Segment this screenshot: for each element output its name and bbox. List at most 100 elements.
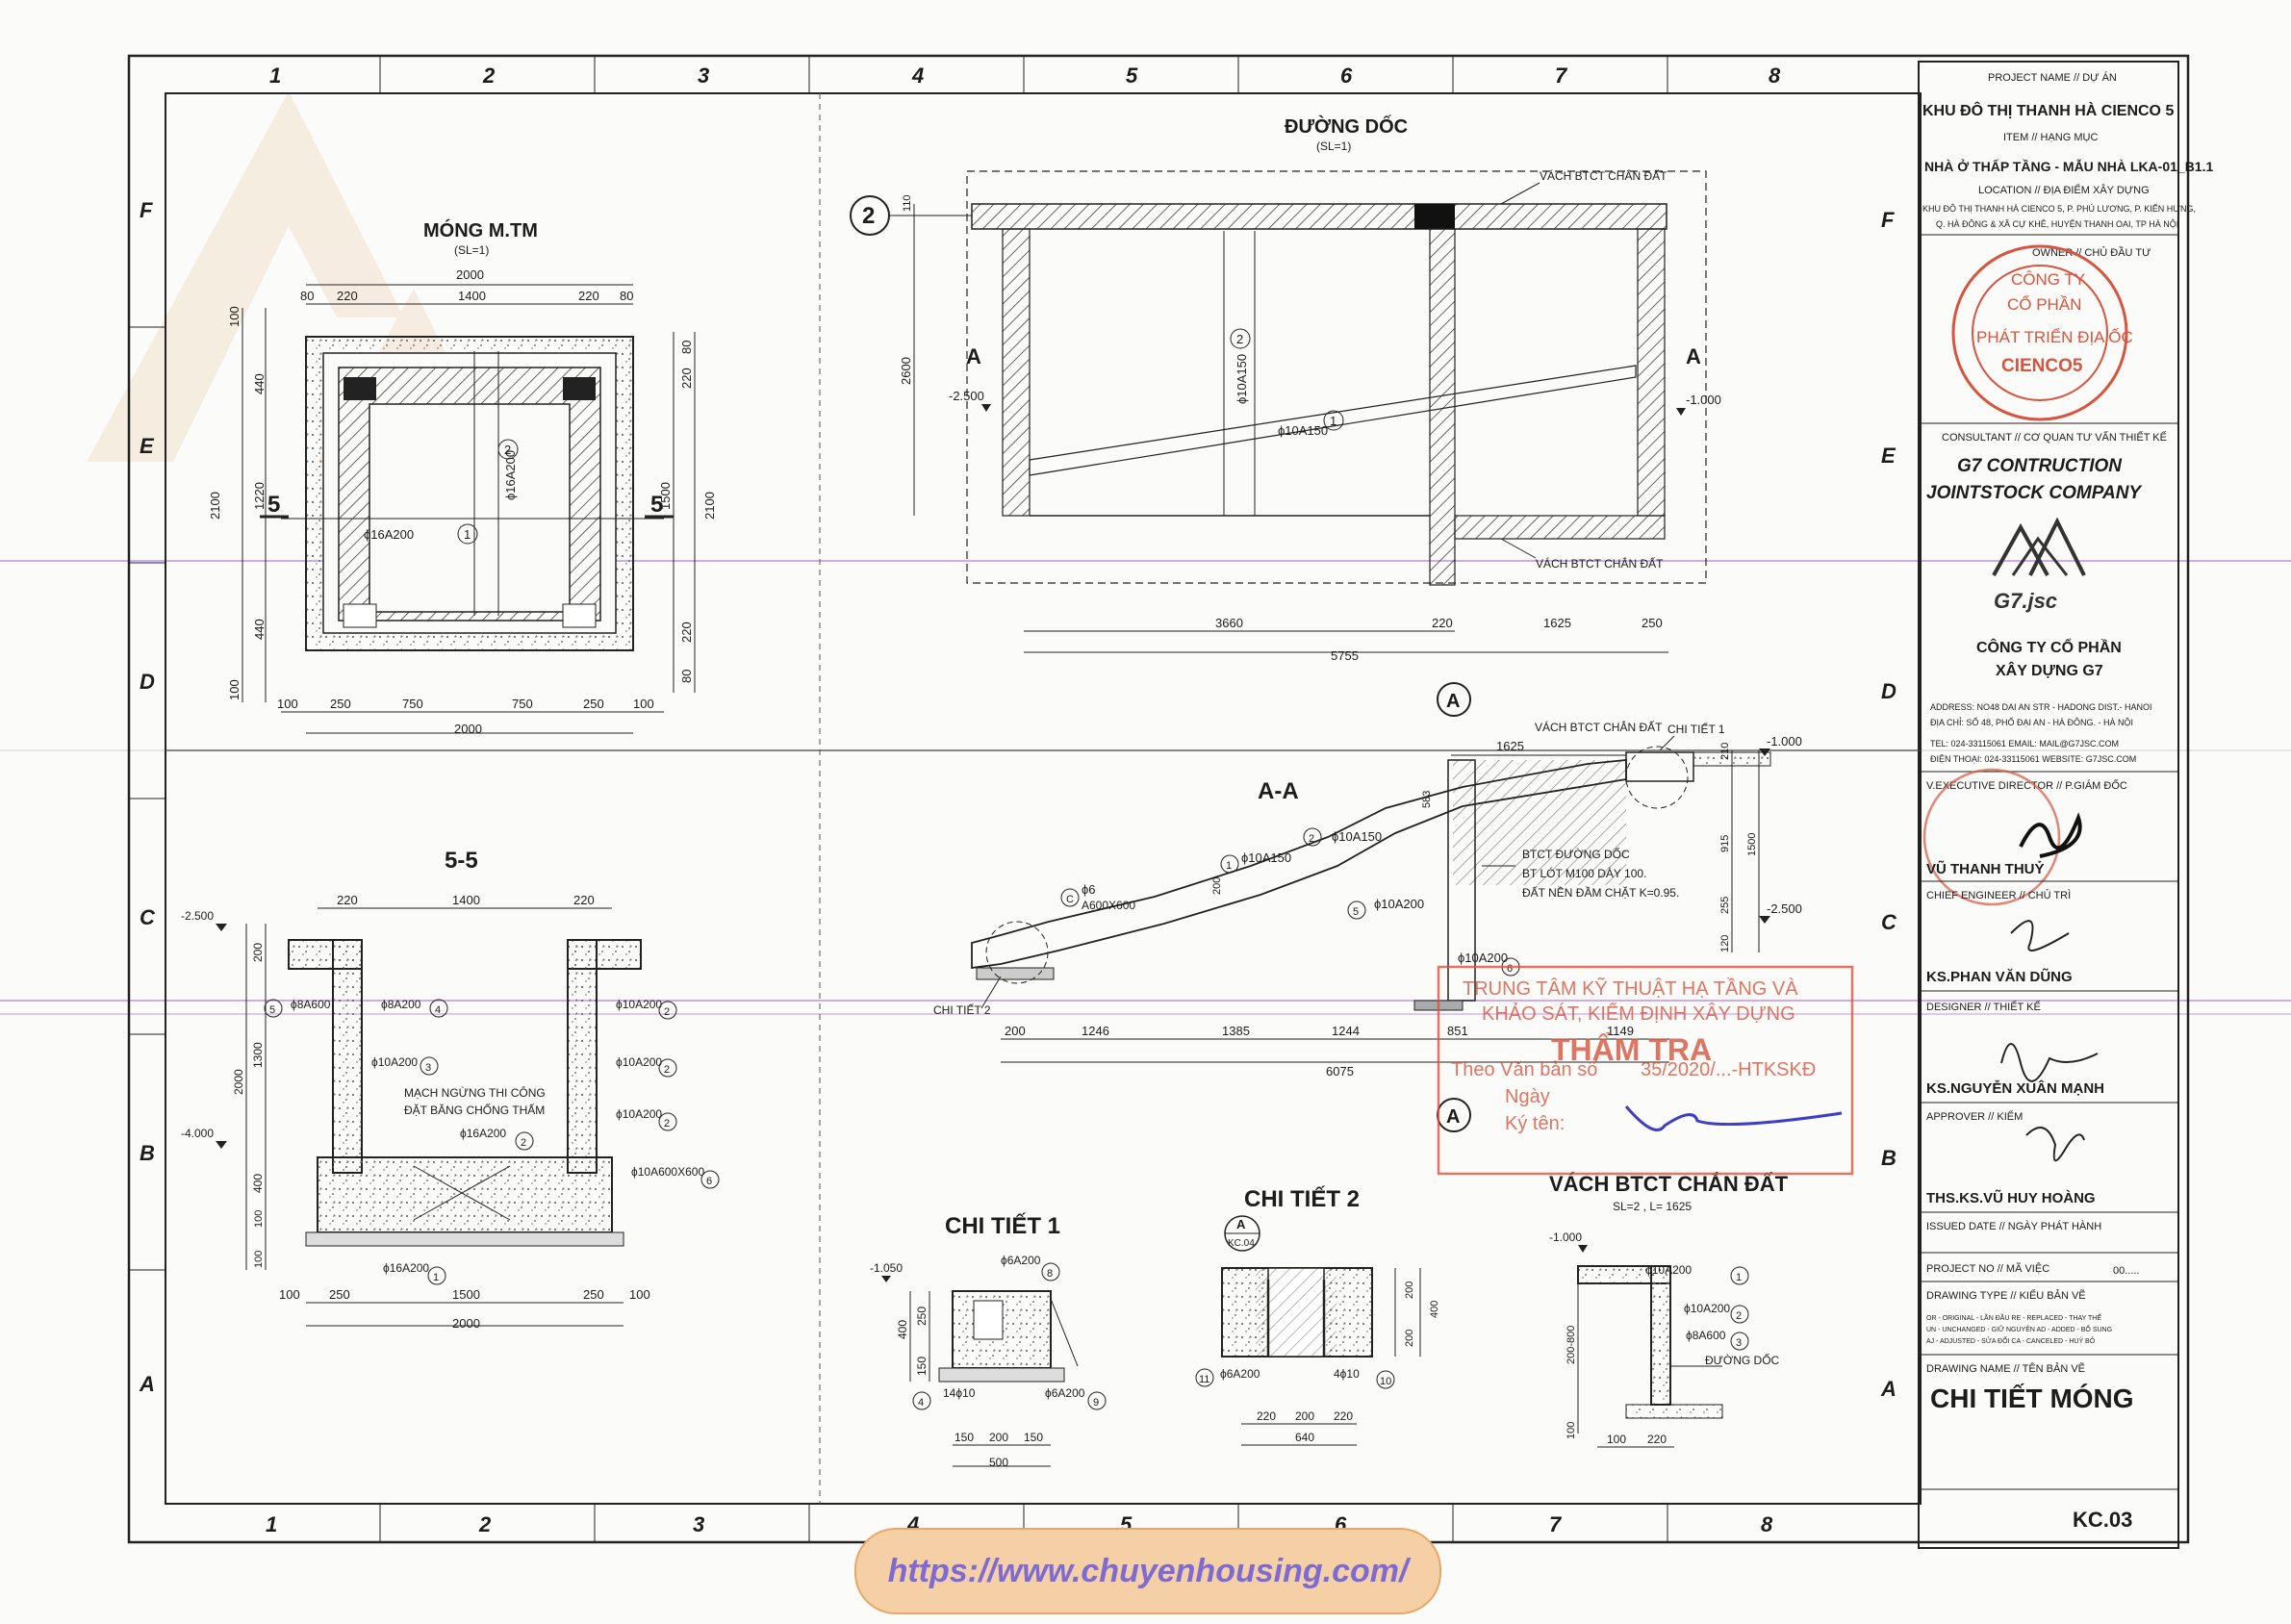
svg-text:100: 100 [277,697,298,711]
svg-text:200: 200 [1005,1024,1026,1038]
svg-text:750: 750 [402,697,423,711]
svg-text:-1.050: -1.050 [870,1261,903,1275]
svg-text:ϕ16A200: ϕ16A200 [364,527,414,542]
svg-text:CIENCO5: CIENCO5 [2001,356,2083,376]
svg-text:1300: 1300 [251,1042,265,1068]
svg-text:3: 3 [1736,1337,1742,1349]
svg-text:1: 1 [433,1272,439,1283]
svg-text:2: 2 [504,443,511,457]
svg-text:250: 250 [583,697,604,711]
svg-text:220: 220 [1647,1433,1667,1446]
svg-text:100: 100 [1607,1433,1626,1446]
svg-text:1500: 1500 [452,1287,480,1302]
svg-text:2: 2 [664,1006,670,1018]
svg-text:ĐỊA CHỈ: SỐ 48, PHỐ ĐẠI AN: ĐỊA CHỈ: SỐ 48, PHỐ ĐẠI AN - HÀ ĐÔNG. - … [1930,717,2133,727]
svg-text:ϕ8A600: ϕ8A600 [1686,1329,1726,1342]
svg-text:915: 915 [1719,835,1731,852]
svg-text:B: B [140,1141,155,1165]
svg-text:AJ - ADJUSTED - SỬA ĐỔI: AJ - ADJUSTED - SỬA ĐỔI CA - CANCELED - … [1926,1336,2096,1345]
svg-text:2000: 2000 [456,267,484,282]
review-stamp: TRUNG TÂM KỸ THUẬT HẠ TẦNG VÀ KHẢO SÁT, … [1437,965,1854,1176]
svg-text:1: 1 [1736,1272,1742,1283]
svg-text:ĐƯỜNG DỐC: ĐƯỜNG DỐC [1285,114,1408,138]
svg-text:ĐƯỜNG DỐC: ĐƯỜNG DỐC [1705,1353,1780,1367]
svg-text:-1.000: -1.000 [1549,1231,1582,1244]
svg-text:10: 10 [1380,1376,1391,1387]
svg-text:35/2020/...-HTKSKĐ: 35/2020/...-HTKSKĐ [1641,1059,1816,1080]
svg-text:TEL: 024-33115061 EM: TEL: 024-33115061 EMAIL: MAIL@G7JSC.COM [1930,739,2119,749]
svg-text:00.....: 00..... [2113,1265,2140,1277]
svg-text:ISSUED DATE // NGÀY PHÁT HÀNH: ISSUED DATE // NGÀY PHÁT HÀNH [1926,1220,2101,1232]
svg-text:PHÁT TRIỂN ĐỊA ỐC: PHÁT TRIỂN ĐỊA ỐC [1976,327,2133,346]
owner-stamp: CÔNG TY CỔ PHẦN PHÁT TRIỂN ĐỊA ỐC CIENCO… [1951,244,2133,421]
svg-text:220: 220 [1257,1409,1276,1423]
detail-2: CHI TIẾT 2 A KC.04 ϕ6A200 11 4ϕ10 10 200… [1195,1185,1440,1446]
svg-text:220: 220 [337,289,358,303]
svg-text:ϕ16A200: ϕ16A200 [503,450,518,500]
svg-text:150: 150 [915,1357,929,1376]
svg-text:C: C [140,905,156,929]
svg-text:220: 220 [679,622,694,643]
svg-text:100: 100 [227,679,242,700]
svg-text:B: B [1881,1146,1896,1170]
svg-text:2000: 2000 [232,1069,245,1095]
svg-text:THẨM TRA: THẨM TRA [1551,1032,1712,1067]
svg-text:1: 1 [1226,860,1232,872]
svg-text:Q. HÀ ĐÔNG & XÃ CỰ KHÊ, HUYỆN: Q. HÀ ĐÔNG & XÃ CỰ KHÊ, HUYỆN THANH OAI,… [1936,219,2178,229]
svg-text:1500: 1500 [1746,833,1758,856]
svg-text:APPROVER // KIỂM: APPROVER // KIỂM [1926,1110,2023,1123]
svg-text:2: 2 [521,1137,526,1149]
svg-text:100: 100 [629,1287,650,1302]
website-url-banner[interactable]: https://www.chuyenhousing.com/ [854,1528,1441,1614]
svg-text:200: 200 [1404,1330,1415,1347]
svg-text:440: 440 [252,373,267,394]
svg-text:ϕ10A600X600: ϕ10A600X600 [631,1165,704,1179]
svg-text:200: 200 [251,943,265,962]
svg-text:A-A: A-A [1258,778,1299,804]
svg-text:1400: 1400 [458,289,486,303]
svg-text:KC.04: KC.04 [1228,1238,1255,1249]
svg-text:D: D [1881,679,1896,703]
foundation-plan: MÓNG M.TM (SL=1) ϕ16A200 1 ϕ16A200 2 5 5… [208,218,717,736]
svg-text:D: D [140,670,155,694]
svg-text:CHI TIẾT 2: CHI TIẾT 2 [933,1002,991,1017]
svg-text:A: A [966,344,981,368]
retaining-wall-detail: VÁCH BTCT CHẮN ĐẤT SL=2 , L= 1625 -1.000… [1549,1172,1789,1448]
svg-text:5: 5 [267,492,280,518]
svg-text:ϕ10A150: ϕ10A150 [1278,423,1328,438]
svg-text:A: A [1446,691,1460,712]
svg-text:8: 8 [1761,1512,1773,1536]
svg-text:F: F [1881,208,1895,232]
svg-text:1244: 1244 [1332,1024,1360,1038]
svg-text:7: 7 [1549,1512,1563,1536]
svg-text:440: 440 [252,619,267,640]
svg-text:1500: 1500 [658,482,673,510]
svg-text:220: 220 [573,893,595,907]
svg-text:3: 3 [698,63,709,88]
svg-text:G7.jsc: G7.jsc [1994,589,2057,613]
g7-logo: G7.jsc [1992,517,2086,613]
svg-text:CHI TIẾT MÓNG: CHI TIẾT MÓNG [1930,1383,2134,1413]
svg-text:ϕ10A200: ϕ10A200 [1374,897,1424,911]
svg-text:3660: 3660 [1215,616,1243,630]
sheet-frame [127,54,2190,1544]
svg-text:Theo Văn bản số: Theo Văn bản số [1451,1059,1597,1080]
svg-text:1149: 1149 [1607,1024,1634,1038]
svg-text:A: A [139,1372,155,1396]
svg-text:KHU ĐÔ THỊ THANH HÀ CIENCO 5: KHU ĐÔ THỊ THANH HÀ CIENCO 5 [1922,101,2174,119]
svg-text:220: 220 [1432,616,1453,630]
svg-text:ϕ6: ϕ6 [1082,882,1096,897]
svg-text:VÁCH BTCT CHẮN ĐẤT: VÁCH BTCT CHẮN ĐẤT [1535,720,1663,734]
detail-1: CHI TIẾT 1 -1.050 ϕ6A200 8 14ϕ10 4 ϕ6A20… [870,1212,1107,1469]
svg-text:ϕ16A200: ϕ16A200 [460,1127,506,1140]
svg-text:DESIGNER // THIẾT KẾ: DESIGNER // THIẾT KẾ [1926,1001,2041,1013]
svg-text:5755: 5755 [1331,648,1359,663]
svg-text:583: 583 [1421,791,1433,808]
svg-text:CỔ PHẦN: CỔ PHẦN [2007,295,2081,314]
svg-text:5: 5 [650,492,663,518]
svg-text:5: 5 [1126,63,1138,88]
svg-text:VŨ THANH THUỶ: VŨ THANH THUỶ [1926,860,2045,877]
svg-text:2600: 2600 [899,357,913,385]
svg-text:5-5: 5-5 [445,848,478,874]
svg-text:ϕ10A150: ϕ10A150 [1241,850,1291,865]
